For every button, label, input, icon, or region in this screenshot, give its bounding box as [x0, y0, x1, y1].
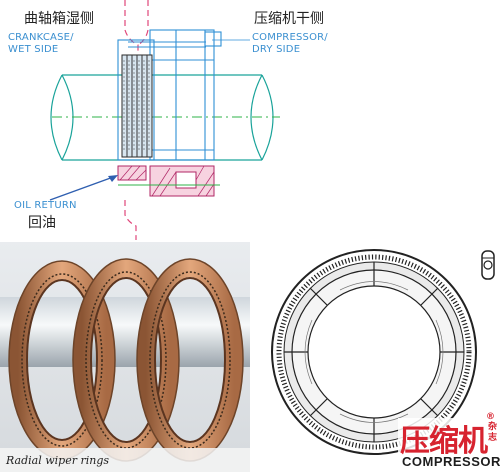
oil-return-arrow [49, 175, 118, 201]
wiper-rings-photo: Radial wiper rings [0, 242, 250, 472]
wiper-ring-front-view [271, 249, 495, 455]
ring-segments [284, 262, 464, 442]
wet-side-label-en-line1: CRANKCASE/ [8, 32, 74, 43]
wet-side-label-cn: 曲轴箱湿侧 [24, 11, 94, 27]
ring-profile-detail [481, 250, 495, 280]
shaft [0, 297, 250, 367]
dry-side-label-en-line1: COMPRESSOR/ [252, 32, 328, 43]
wiper-packing-cross-section [49, 0, 280, 240]
brand-watermark: 压缩机 杂 志 ® COMPRESSOR [398, 412, 500, 472]
oil-return-label-cn: 回油 [28, 215, 56, 231]
dry-side-label-en-line2: DRY SIDE [252, 44, 301, 55]
wiper-ring-stack [121, 54, 153, 158]
segment-gaps [304, 281, 444, 423]
dry-side-label-cn: 压缩机干侧 [254, 11, 324, 27]
wiper-rings-illustration [0, 242, 250, 472]
oil-return-label-en: OIL RETURN [14, 200, 77, 211]
brand-side-line1: 杂 [488, 422, 498, 432]
brand-logo-en: COMPRESSOR [402, 454, 500, 469]
photo-caption: Radial wiper rings [6, 454, 110, 467]
wet-dry-separator [124, 0, 149, 240]
wet-side-label-en-line2: WET SIDE [8, 44, 59, 55]
brand-logo-text: 压缩机 [400, 424, 488, 459]
wet-side-label-en: CRANKCASE/ WET SIDE [8, 32, 74, 56]
brand-side-line2: 志 [488, 433, 498, 443]
dry-side-label-en: COMPRESSOR/ DRY SIDE [252, 32, 328, 56]
oil-return-section [117, 159, 220, 197]
brand-registered-mark: ® [486, 412, 495, 422]
